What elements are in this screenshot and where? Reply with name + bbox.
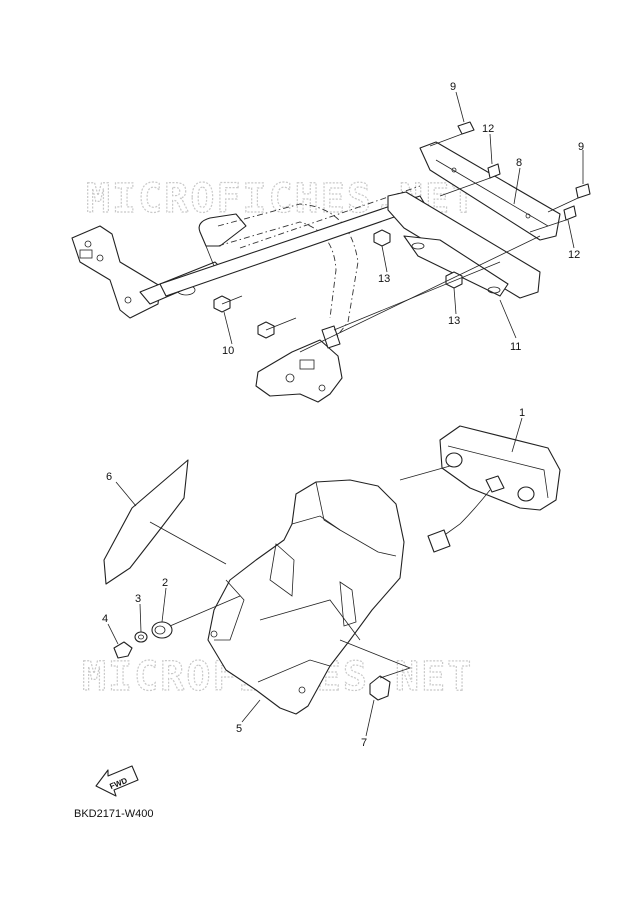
rear-fender-5 [207, 479, 405, 715]
callout-10: 10 [222, 345, 234, 357]
bracket-11 [387, 191, 541, 299]
callout-13-upper: 13 [378, 273, 390, 285]
bolt-4 [113, 641, 133, 659]
diagram-code: BKD2171-W400 [74, 808, 154, 820]
bolt-12-right [529, 205, 577, 233]
cover-sheet-6 [103, 459, 227, 585]
callout-11: 11 [510, 341, 521, 353]
callout-2: 2 [162, 577, 168, 589]
callout-13-lower: 13 [448, 315, 460, 327]
callout-1: 1 [519, 407, 525, 419]
taillight-1 [399, 425, 561, 553]
leader-lines [107, 91, 584, 737]
callout-3: 3 [135, 593, 141, 605]
grab-bar-frame [71, 185, 427, 403]
callout-12-left: 12 [482, 123, 494, 135]
callout-9-right: 9 [578, 141, 584, 153]
bolt-9-right [547, 183, 591, 213]
callout-4: 4 [102, 613, 108, 625]
callout-5: 5 [236, 723, 242, 735]
callout-7: 7 [361, 737, 367, 749]
callout-8: 8 [516, 157, 522, 169]
callout-12-right: 12 [568, 249, 580, 261]
bolt-12-left [439, 163, 501, 197]
callout-6: 6 [106, 471, 112, 483]
clamp-7 [339, 639, 412, 701]
bolt-9-left [429, 121, 475, 147]
fwd-arrow-icon: FWD [95, 765, 139, 797]
callout-9-left: 9 [450, 81, 456, 93]
nut-13-upper [373, 229, 391, 247]
collar-3 [134, 631, 148, 643]
bracket-8 [419, 141, 561, 241]
